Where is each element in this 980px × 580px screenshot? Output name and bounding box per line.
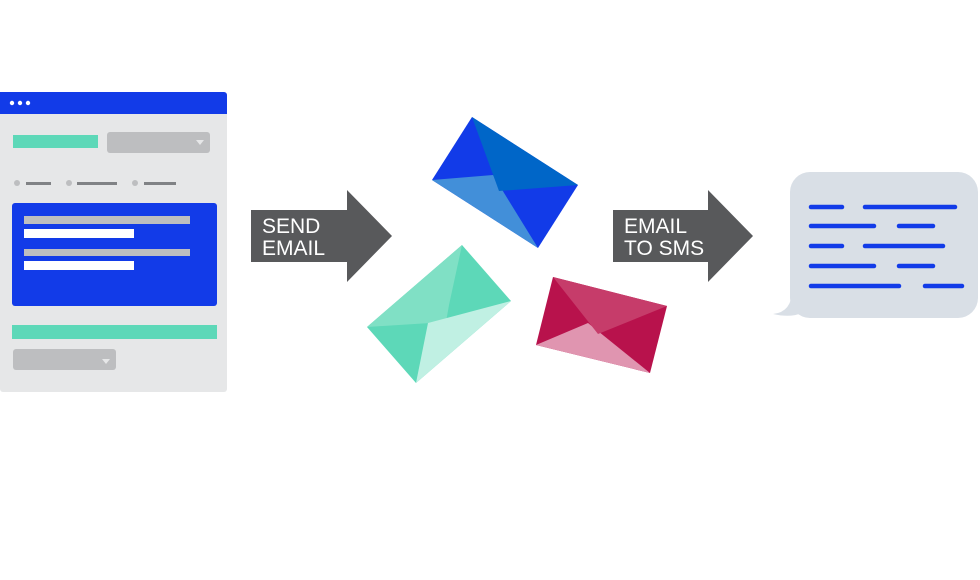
send-email-arrow: SEND EMAIL: [251, 190, 392, 282]
window-dots-icon: [9, 100, 31, 106]
send-email-label-line2: EMAIL: [262, 237, 325, 260]
web-form-window: [0, 92, 227, 392]
form-label-bar: [13, 135, 98, 148]
email-to-sms-arrow: EMAIL TO SMS: [613, 190, 753, 282]
dropdown-field[interactable]: [107, 132, 210, 153]
send-email-label-line1: SEND: [262, 215, 320, 238]
sms-chat-bubble-icon: [773, 172, 978, 318]
window-titlebar: [0, 92, 227, 114]
form-bar: [12, 325, 217, 339]
email-to-sms-label-line2: TO SMS: [624, 237, 704, 260]
email-to-sms-label-line1: EMAIL: [624, 215, 687, 238]
message-text-lines: [808, 204, 965, 289]
pink-envelope-icon: [536, 277, 667, 373]
chevron-down-icon: [102, 359, 110, 364]
dropdown-field-2[interactable]: [13, 349, 116, 370]
radio-options: [14, 180, 176, 186]
teal-envelope-icon: [367, 245, 511, 383]
chevron-down-icon: [196, 140, 204, 145]
blue-envelope-icon: [432, 117, 578, 248]
